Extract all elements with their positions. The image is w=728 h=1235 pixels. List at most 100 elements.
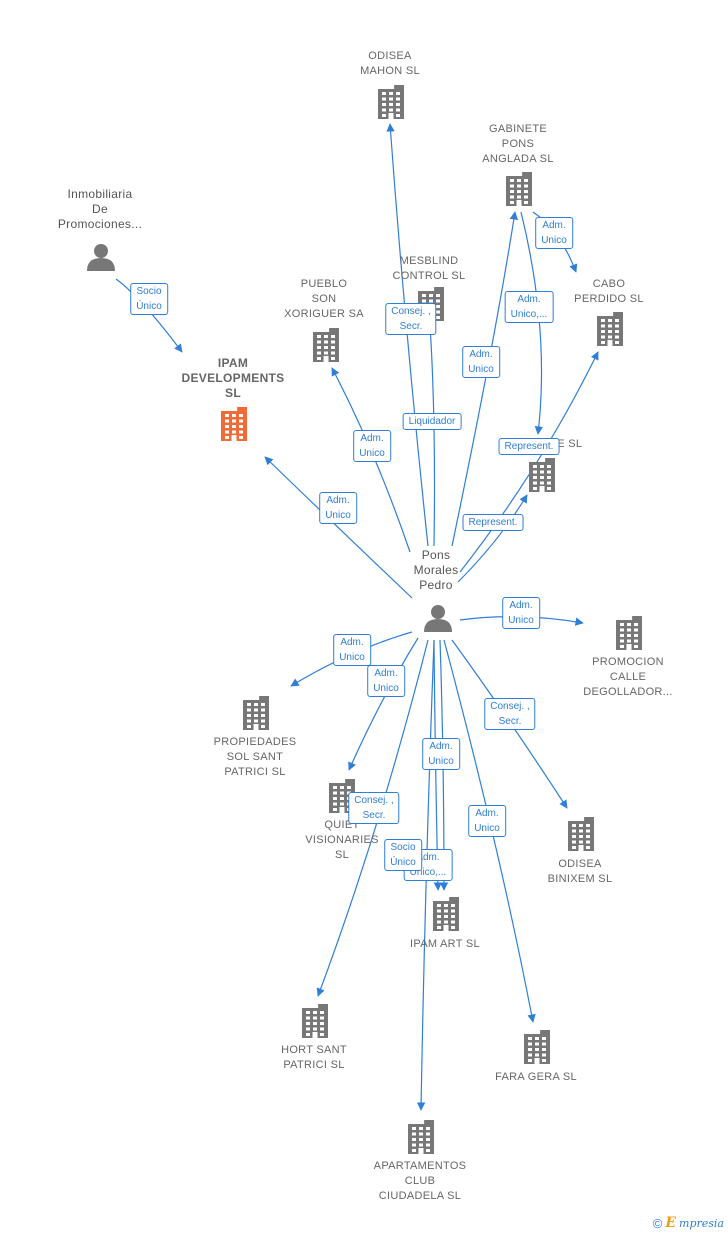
- building-icon[interactable]: [433, 897, 459, 931]
- node-label-line: FARA GERA SL: [495, 1071, 577, 1083]
- building-icon[interactable]: [313, 328, 339, 362]
- node-label-line: De: [92, 202, 108, 216]
- node-label-ipam-art[interactable]: IPAM ART SL: [410, 937, 480, 952]
- node-label-line: DEVELOPMENTS: [181, 371, 285, 385]
- edge-label-line: Secr.: [498, 716, 522, 727]
- focus-building-icon[interactable]: [221, 407, 247, 441]
- node-label-line: XORIGUER SA: [284, 308, 364, 320]
- edge-label-line: Adm.: [340, 637, 364, 648]
- node-label-line: SL: [334, 849, 350, 861]
- edge-label-e-pons-hort[interactable]: Consej. ,Secr.: [348, 792, 400, 824]
- node-label-line: IPAM: [217, 356, 249, 370]
- node-label-line: Pedro: [419, 578, 453, 592]
- node-label-line: VISIONARIES: [305, 834, 379, 846]
- node-label-mesblind[interactable]: MESBLIND CONTROL SL: [393, 254, 466, 284]
- building-icon[interactable]: [243, 696, 269, 730]
- node-icons: [87, 85, 642, 1154]
- building-icon[interactable]: [616, 616, 642, 650]
- edge-label-line: Unico: [373, 683, 399, 694]
- edge-label-line: Consej. ,: [391, 306, 431, 317]
- edge-label-e-pons-quiet[interactable]: Adm. Unico: [367, 665, 405, 697]
- edge-label-e-pons-promocion[interactable]: Adm.Unico: [502, 597, 540, 629]
- node-label-line: HORT SANT: [281, 1044, 347, 1056]
- edge-label-e-pons-ipam-art-a[interactable]: Adm.Unico: [422, 738, 460, 770]
- node-label-line: MAHON SL: [360, 65, 420, 77]
- building-icon[interactable]: [524, 1030, 550, 1064]
- building-icon[interactable]: [568, 817, 594, 851]
- edge-label-e-pons-propiedades[interactable]: Adm.Unico: [333, 634, 371, 666]
- edge-label-e-pons-cabo[interactable]: Represent.: [498, 438, 560, 455]
- edge-label-e-pons-telluride[interactable]: Represent.: [462, 514, 524, 531]
- edge-label-line: Consej. ,: [490, 701, 530, 712]
- edge-label-line: Único: [390, 857, 416, 868]
- edge-label-line: Socio: [136, 286, 162, 297]
- node-label-line: PUEBLO: [300, 278, 348, 290]
- node-label-line: ANGLADA SL: [482, 153, 554, 165]
- edge-label-e-gabinete-cabo[interactable]: Adm.Unico: [535, 217, 573, 249]
- node-label-line: PERDIDO SL: [574, 293, 644, 305]
- edge-label-e-pons-mesblind[interactable]: Liquidador: [402, 413, 462, 430]
- edge-label-line: Represent.: [468, 517, 518, 528]
- node-label-line: SL: [225, 386, 241, 400]
- edge-pons-to-fara: [443, 639, 536, 1023]
- brand-logo-letter: E: [665, 1215, 677, 1231]
- edge-label-e-pons-odisea-binixem[interactable]: Consej. , Secr.: [484, 698, 536, 730]
- node-label-line: Morales: [413, 563, 459, 577]
- node-label-hort[interactable]: HORT SANT PATRICI SL: [281, 1043, 347, 1073]
- edge-label-e-pons-fara[interactable]: Adm.Unico: [468, 805, 506, 837]
- edge-label-line: Socio: [390, 842, 416, 853]
- edge-label-line: Unico,...: [409, 867, 447, 878]
- edge-label-line: Adm.: [374, 668, 398, 679]
- edge-label-e-pons-ipam[interactable]: Adm.Unico: [319, 492, 357, 524]
- edge-label-e-pons-odisea-mahon[interactable]: Consej. , Secr.: [385, 303, 437, 335]
- node-label-line: PATRICI SL: [283, 1059, 345, 1071]
- edge-label-e-pons-pueblo[interactable]: Adm.Unico: [353, 430, 391, 462]
- edge-label-line: Único: [136, 301, 162, 312]
- edge-label-e-pons-gabinete[interactable]: Adm.Unico: [462, 346, 500, 378]
- building-icon[interactable]: [302, 1004, 328, 1038]
- node-label-fara[interactable]: FARA GERA SL: [495, 1070, 577, 1085]
- brand-logo-text: mpresia: [679, 1216, 724, 1230]
- node-label-line: PROPIEDADES: [213, 736, 297, 748]
- node-label-pueblo[interactable]: PUEBLO SON XORIGUER SA: [284, 277, 364, 322]
- edge-label-line: Adm.: [429, 741, 453, 752]
- edge-label-line: Adm.: [475, 808, 499, 819]
- building-icon[interactable]: [597, 312, 623, 346]
- edge-label-e-gabinete-telluride[interactable]: Adm.Unico,...: [504, 291, 554, 323]
- edge-pons-to-quiet: [348, 637, 419, 771]
- edge-label-line: Adm.: [360, 433, 384, 444]
- person-icon[interactable]: [424, 605, 452, 632]
- node-label-line: BINIXEM SL: [547, 873, 613, 885]
- building-icon[interactable]: [529, 458, 555, 492]
- edge-pons-to-odisea_mahon: [386, 123, 429, 547]
- edge-label-line: Unico: [541, 235, 567, 246]
- person-icon[interactable]: [87, 244, 115, 271]
- building-icon[interactable]: [378, 85, 404, 119]
- edge-label-line: Adm.: [517, 294, 541, 305]
- node-label-line: IPAM ART SL: [410, 938, 480, 950]
- edge-label-line: Adm.: [509, 600, 533, 611]
- node-label-line: SON: [311, 293, 337, 305]
- edge-label-line: Represent.: [504, 441, 554, 452]
- node-label-line: CONTROL SL: [392, 270, 466, 282]
- building-icon[interactable]: [506, 172, 532, 206]
- node-label-line: PATRICI SL: [224, 766, 286, 778]
- node-label-line: MESBLIND: [399, 255, 459, 267]
- edge-label-line: Secr.: [399, 321, 423, 332]
- building-icon[interactable]: [408, 1120, 434, 1154]
